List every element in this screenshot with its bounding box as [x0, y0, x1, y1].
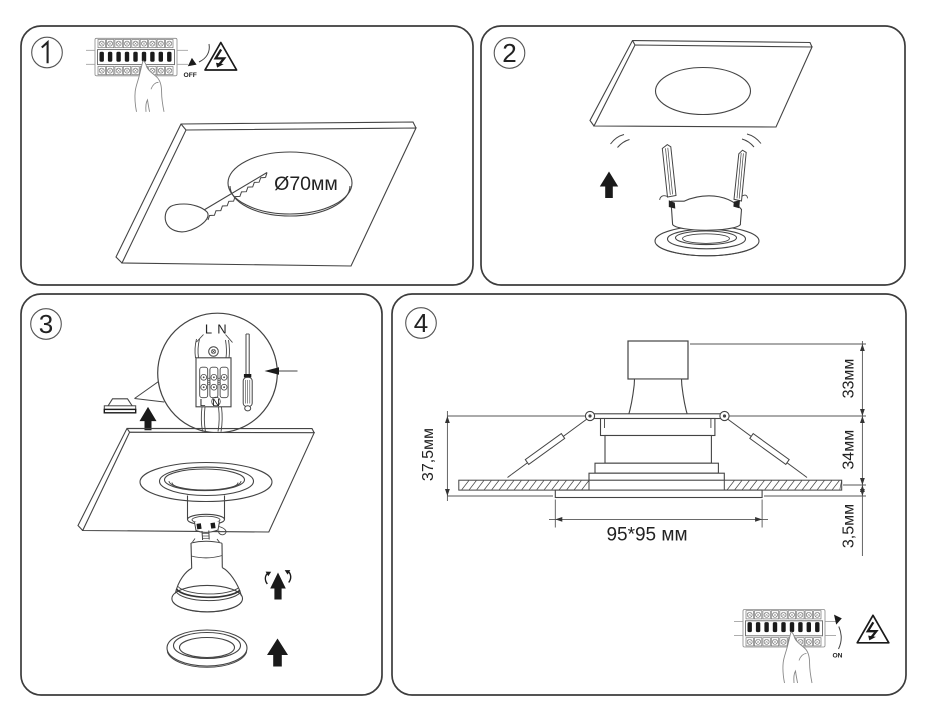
svg-text:N: N	[212, 397, 220, 409]
svg-text:37,5мм: 37,5мм	[420, 428, 437, 481]
svg-text:33мм: 33мм	[841, 359, 858, 399]
svg-text:L: L	[200, 397, 206, 409]
svg-text:95*95 мм: 95*95 мм	[606, 525, 687, 546]
svg-text:4: 4	[414, 308, 428, 338]
svg-text:34мм: 34мм	[841, 430, 858, 470]
svg-text:ON: ON	[832, 653, 842, 660]
svg-text:3: 3	[39, 309, 53, 339]
svg-text:OFF: OFF	[184, 72, 197, 79]
svg-text:L: L	[205, 322, 212, 337]
svg-text:3,5мм: 3,5мм	[841, 504, 858, 548]
svg-text:N: N	[217, 322, 226, 337]
svg-text:2: 2	[502, 38, 516, 68]
svg-text:Ø70мм: Ø70мм	[274, 173, 338, 195]
